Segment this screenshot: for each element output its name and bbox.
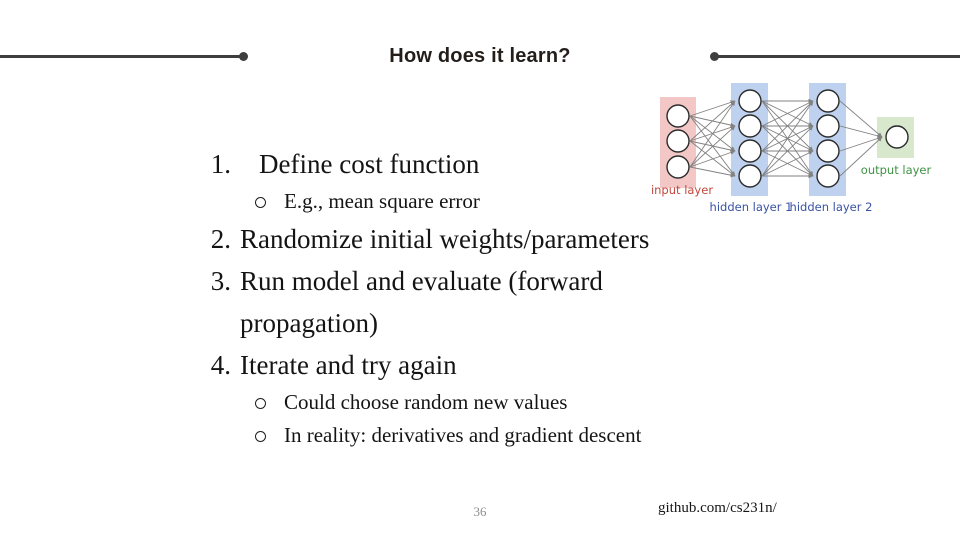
list-item-number: 2. <box>210 224 231 254</box>
neuron-nodes <box>666 89 909 188</box>
credit-link[interactable]: github.com/cs231n/ <box>658 500 777 516</box>
list-item: 4. Iterate and try again <box>207 344 807 386</box>
title-rule-right <box>717 55 960 58</box>
input-layer-label: input layer <box>651 183 713 197</box>
list-item-number: 3. <box>210 266 231 296</box>
sub-list-item: E.g., mean square error <box>207 185 807 218</box>
rule-dot-icon <box>239 52 248 61</box>
sub-item-text: Could choose random new values <box>284 390 568 414</box>
learning-steps-list: 1. Define cost function E.g., mean squar… <box>207 143 807 452</box>
neural-network-diagram: input layer hidden layer 1 hidden layer … <box>651 83 932 214</box>
list-item-number: 1. <box>210 149 231 179</box>
list-item: 1. Define cost function <box>207 143 807 185</box>
list-item-text: Iterate and try again <box>240 350 457 380</box>
rule-dot-icon <box>710 52 719 61</box>
title-rule-left <box>0 55 245 58</box>
page-number: 36 <box>473 504 487 519</box>
list-item: 2. Randomize initial weights/parameters <box>207 218 807 260</box>
page-title: How does it learn? <box>389 45 571 67</box>
hidden-layer-1-label: hidden layer 1 <box>710 200 793 214</box>
sub-item-text: In reality: derivatives and gradient des… <box>284 423 642 447</box>
hollow-bullet-icon <box>255 398 266 409</box>
list-item-text: Randomize initial weights/parameters <box>240 224 650 254</box>
hollow-bullet-icon <box>255 431 266 442</box>
hidden-layer-2-label: hidden layer 2 <box>790 200 873 214</box>
sub-item-text: E.g., mean square error <box>284 189 480 213</box>
sub-list-item: In reality: derivatives and gradient des… <box>207 419 807 452</box>
sub-list-item: Could choose random new values <box>207 386 807 419</box>
list-item-number: 4. <box>210 350 231 380</box>
hollow-bullet-icon <box>255 197 266 208</box>
connection-arrows <box>689 98 883 179</box>
list-item-text: Run model and evaluate (forward propagat… <box>240 266 603 338</box>
list-item-text: Define cost function <box>259 149 480 179</box>
output-layer-label: output layer <box>861 163 932 177</box>
list-item: 3. Run model and evaluate (forward propa… <box>207 260 807 344</box>
